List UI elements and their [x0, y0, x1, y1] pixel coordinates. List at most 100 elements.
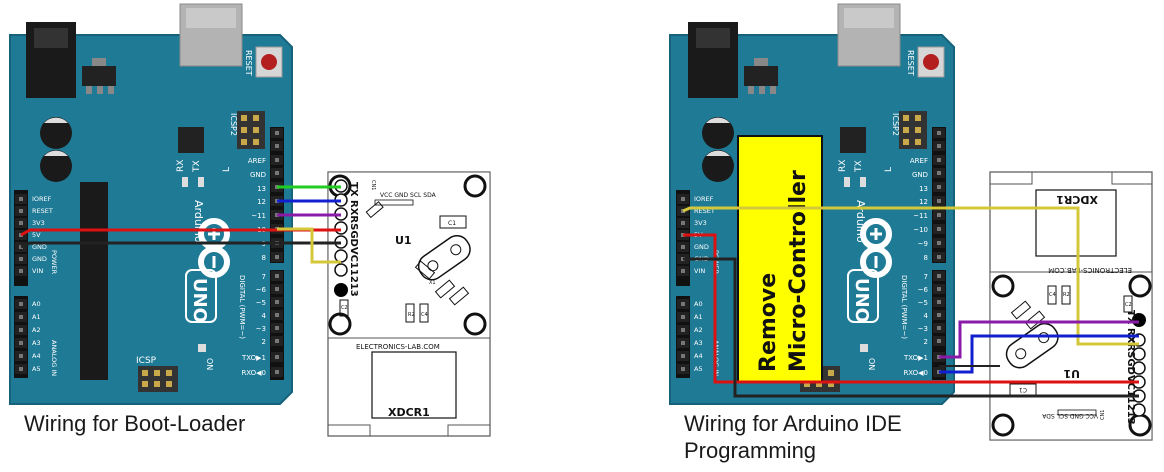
- wire-red: [20, 228, 341, 237]
- wire-yellow: [682, 206, 1139, 346]
- i2c-label: VCC GND SCL SDA: [380, 192, 437, 199]
- pin-label-a2: A2: [694, 326, 703, 334]
- pin-label-8: 8: [262, 254, 266, 262]
- pin-label-a3: A3: [32, 339, 41, 347]
- cn1-label: CN1: [370, 180, 376, 190]
- on-label: ON: [205, 358, 214, 370]
- arduino-logo: [860, 218, 892, 278]
- pin-label-a5: A5: [32, 365, 41, 373]
- pin-label-2: 2: [262, 338, 266, 346]
- pin-label-gnd1: GND: [694, 243, 709, 251]
- site-label: ELECTRONICS-LAB.COM: [356, 343, 440, 351]
- c1-label: C1: [1019, 386, 1027, 393]
- tx-label: TX: [854, 160, 864, 173]
- c1-label: C1: [448, 220, 456, 227]
- pin-label-aref: AREF: [248, 157, 266, 165]
- module-pin-labels: TX RXRSGDVC11213: [348, 182, 359, 297]
- icsp2-label: ICSP2: [891, 113, 900, 136]
- c4-label: C4: [1049, 292, 1056, 298]
- wires-left: [20, 185, 341, 264]
- pin-label-0: RXO◀0: [241, 369, 266, 377]
- pin-label-2: 2: [924, 338, 928, 346]
- pin-label-4: 4: [924, 312, 929, 320]
- capacitor: [702, 150, 734, 182]
- pin-label-13: 13: [919, 185, 928, 193]
- pin-label-11: ~11: [913, 212, 928, 220]
- c2-label: C2: [1125, 302, 1132, 308]
- pin-label-gnd: GND: [250, 171, 266, 179]
- caption-boot-loader: Wiring for Boot-Loader: [24, 411, 246, 436]
- pin-label-3: ~3: [256, 325, 266, 333]
- r2-label: R2: [408, 312, 415, 318]
- tx-label: TX: [192, 160, 202, 173]
- wire-blue: [939, 334, 1139, 374]
- pin-label-12: 12: [257, 198, 266, 206]
- capacitor: [702, 117, 734, 149]
- pin1-marker: [334, 283, 348, 297]
- pin-label-vin: VIN: [694, 267, 705, 275]
- pin-label-a0: A0: [694, 300, 703, 308]
- pin-label-gnd: GND: [912, 171, 928, 179]
- power-label: POWER: [50, 250, 58, 275]
- pin-label-a2: A2: [32, 326, 41, 334]
- pin-label-a1: A1: [694, 313, 703, 321]
- remove-label-line2: Micro-Controller: [786, 170, 811, 372]
- digital-label: DIGITAL (PWM=~): [900, 275, 908, 339]
- capacitor: [40, 150, 72, 182]
- pin-label-6: ~6: [918, 286, 929, 294]
- pin-label-0: RXO◀0: [903, 369, 928, 377]
- pin-label-5v: 5V: [32, 231, 41, 239]
- pin-label-3v3: 3V3: [694, 219, 707, 227]
- pin-label-vin: VIN: [32, 267, 43, 275]
- pin-label-1: TXO▶1: [241, 354, 266, 362]
- xdcr-label: XDCR1: [1056, 193, 1098, 206]
- pin-label-6: ~6: [256, 286, 267, 294]
- remove-microcontroller-box: [737, 135, 823, 383]
- arduino-board-right: RESET ICSP2 RX TX L Arduino UNO DIGITAL …: [669, 3, 955, 405]
- rx-label: RX: [176, 160, 186, 172]
- pin-label-a3: A3: [694, 339, 703, 347]
- wire-red: [683, 233, 1139, 384]
- u1-label: U1: [395, 234, 412, 247]
- pin-label-ioref: IOREF: [694, 195, 714, 203]
- pin-label-aref: AREF: [910, 157, 928, 165]
- capacitor: [40, 117, 72, 149]
- pin-label-gnd1: GND: [32, 243, 47, 251]
- atmega-chip: [80, 182, 108, 380]
- icsp2-label: ICSP2: [229, 113, 238, 136]
- remove-label-line1: Remove: [756, 273, 781, 372]
- brand-label: Arduino: [854, 200, 867, 243]
- pin-label-13: 13: [257, 185, 266, 193]
- site-label: ELECTRONICS-LAB.COM: [1048, 266, 1132, 274]
- pin-label-3: ~3: [918, 325, 928, 333]
- wire-black: [683, 257, 1139, 398]
- xdcr-module-right: XDCR1 ELECTRONICS-LAB.COM TX RXRSGDVC112…: [989, 171, 1153, 441]
- xdcr-sensor: [371, 351, 457, 419]
- rx-label: RX: [838, 160, 848, 172]
- l-led-label: L: [222, 167, 232, 172]
- pin-label-reset: RESET: [32, 207, 53, 215]
- pin-label-gnd2: GND: [32, 255, 47, 263]
- icsp-header: [138, 366, 178, 392]
- pin-label-12: 12: [919, 198, 928, 206]
- module-pin-labels: TX RXRSGDVC11213: [1125, 310, 1136, 425]
- digital-label: DIGITAL (PWM=~): [238, 275, 246, 339]
- xdcr-sensor: [1035, 189, 1117, 257]
- u1-label: U1: [1063, 367, 1080, 380]
- crystal: [417, 234, 471, 281]
- on-label: ON: [867, 358, 876, 370]
- pin-label-7: 7: [262, 273, 266, 281]
- pin-label-10: ~10: [913, 226, 928, 234]
- pin-label-a1: A1: [32, 313, 41, 321]
- xdcr-module-left: TX RXRSGDVC11213 CN1 VCC GND SCL SDA C1 …: [327, 171, 491, 437]
- analog-label: ANALOG IN: [50, 340, 58, 376]
- cn1-label: CN1: [1100, 410, 1106, 420]
- pin-label-4: 4: [262, 312, 267, 320]
- pin-label-ioref: IOREF: [32, 195, 52, 203]
- uno-label: UNO: [851, 278, 872, 323]
- pin-label-a4: A4: [694, 352, 703, 360]
- caption-ide-line2: Programming: [684, 438, 817, 463]
- c4-label: C4: [421, 312, 428, 318]
- pin-label-a5: A5: [694, 365, 703, 373]
